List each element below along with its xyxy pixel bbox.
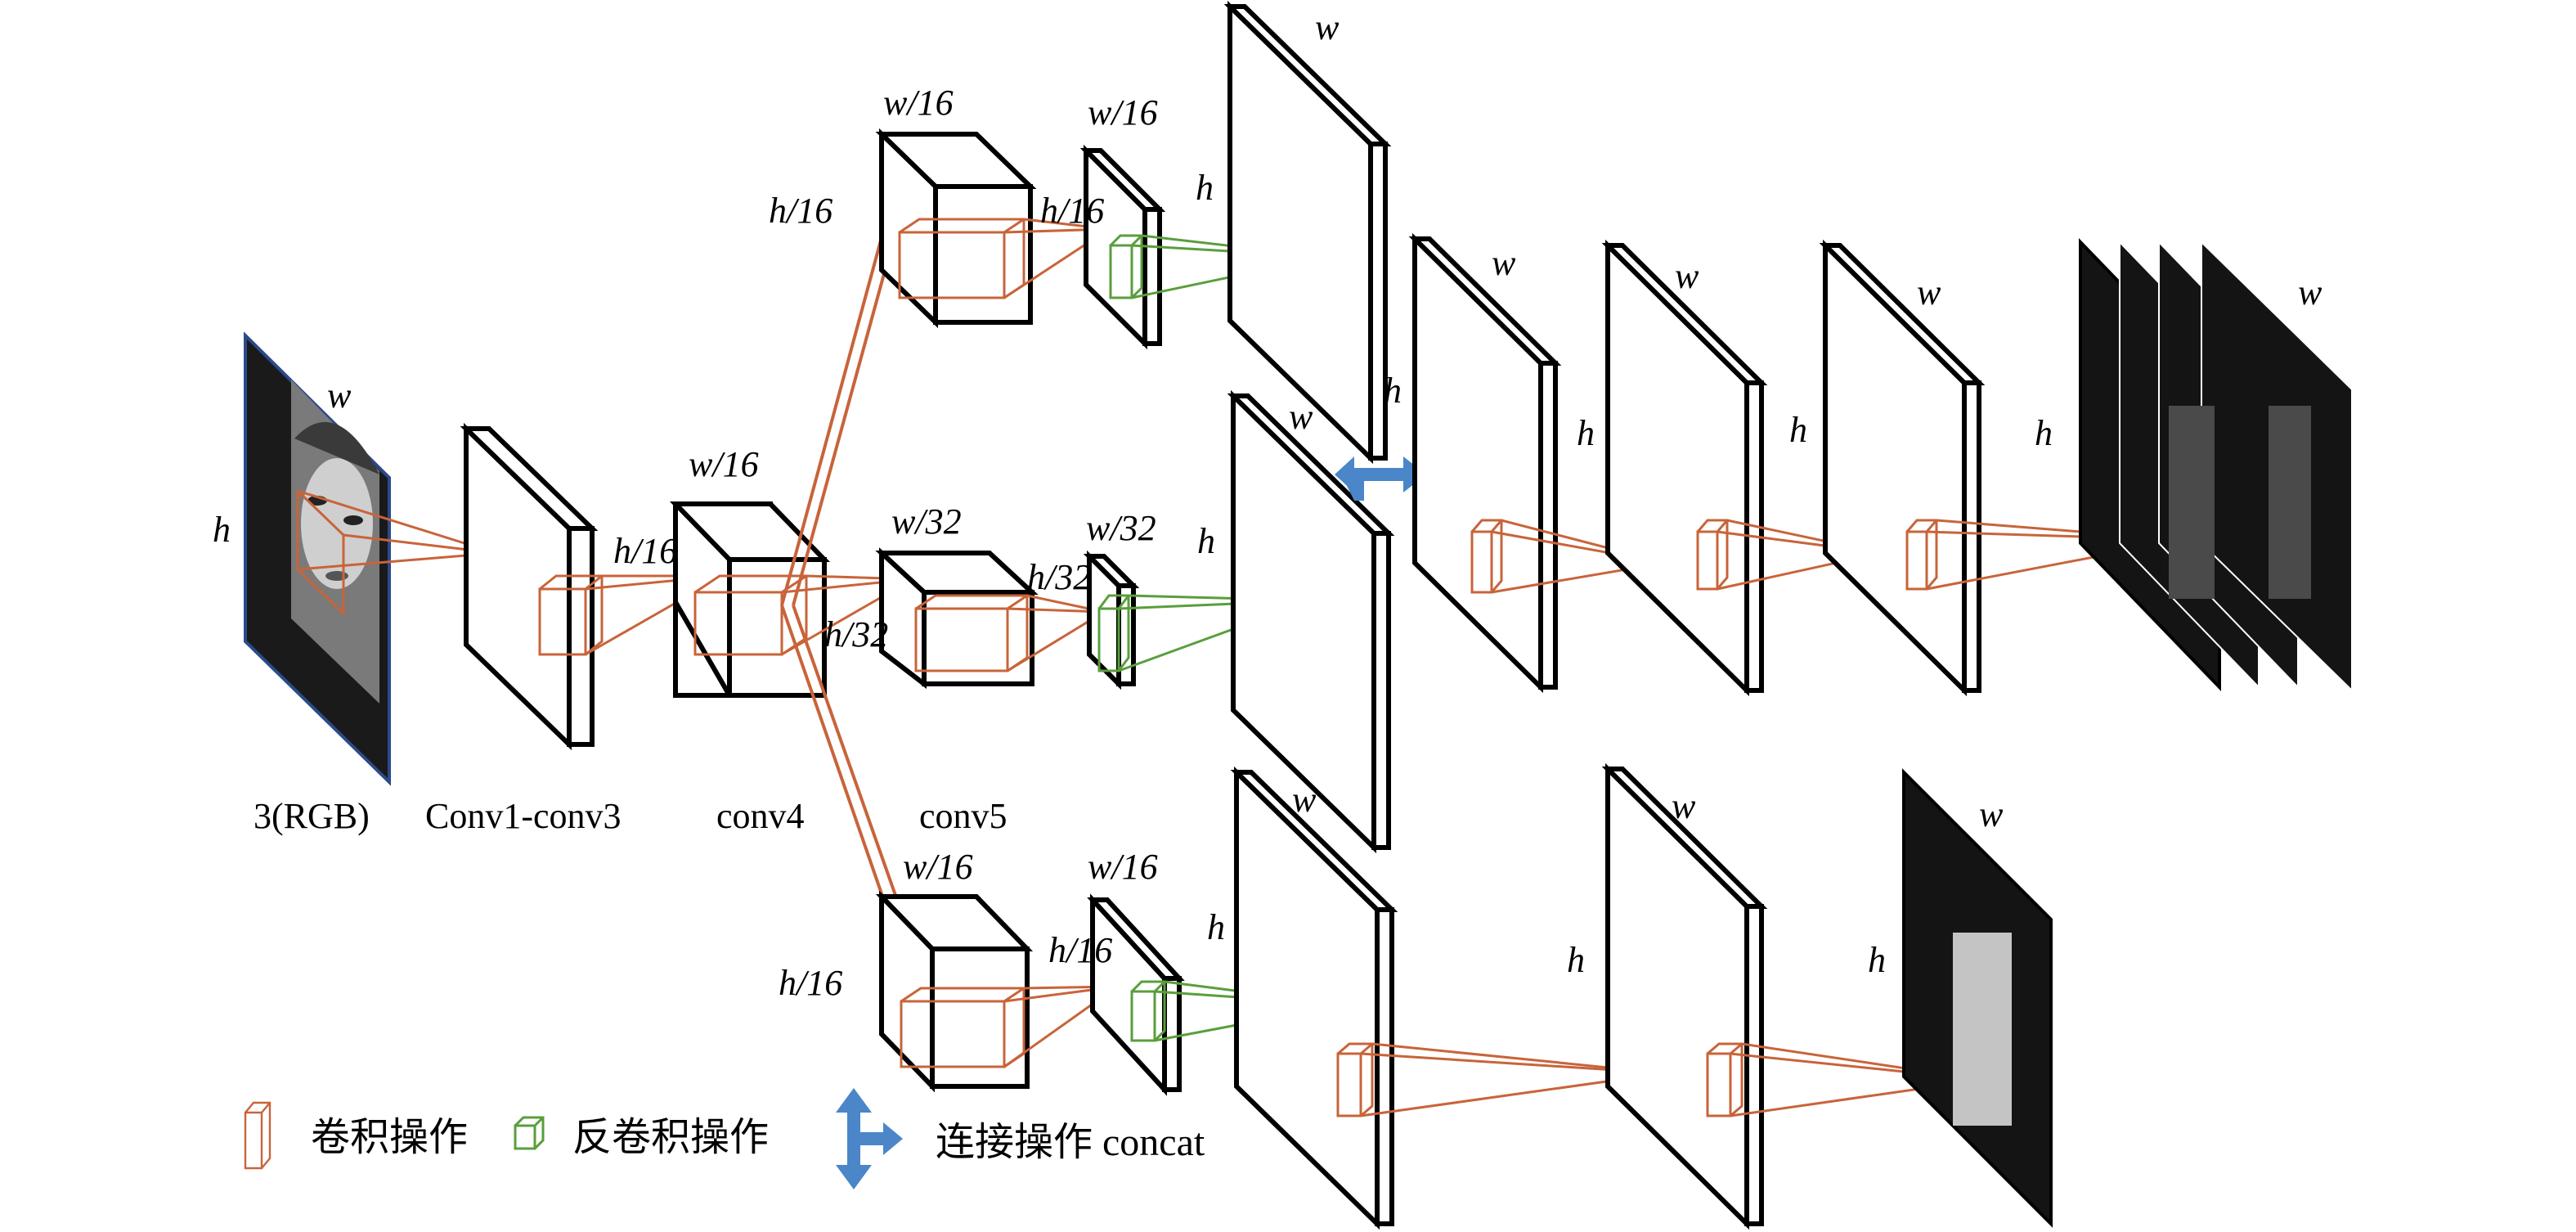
dim-h32-mid-slab: h/32 xyxy=(1027,557,1091,597)
dim-h-fused-1: h xyxy=(1384,371,1402,411)
dim-w-output-mask: w xyxy=(1979,794,2004,834)
dim-w-input: w xyxy=(327,375,352,416)
dim-w16-conv4: w/16 xyxy=(689,444,759,484)
output-mask-bottom xyxy=(1902,768,2053,1228)
stage-label-conv1-3: Conv1-conv3 xyxy=(425,796,622,836)
concat-arrow xyxy=(1335,456,1426,501)
dim-h16-top-cube: h/16 xyxy=(769,191,832,231)
bottom-upsampled-map xyxy=(1230,766,1398,1230)
conv-op-icon xyxy=(244,1101,272,1170)
branch-lines xyxy=(780,182,904,946)
legend-conv-label: 卷积操作 xyxy=(311,1116,468,1159)
dim-h-fused-2: h xyxy=(1577,413,1595,453)
dim-h-fused-3: h xyxy=(1789,410,1807,450)
stage-label-input: 3(RGB) xyxy=(254,796,370,836)
conv1-conv3-feature-map xyxy=(460,422,599,751)
dim-h-output-mask: h xyxy=(1868,940,1886,980)
dim-h16-top-slab: h/16 xyxy=(1040,191,1104,231)
bottom-fused-map xyxy=(1601,762,1768,1230)
dim-w16-top-slab: w/16 xyxy=(1088,92,1158,133)
conv5-feature-map xyxy=(875,547,1039,690)
dim-h16-bottom-cube: h/16 xyxy=(779,963,842,1003)
dim-w-output-stack: w xyxy=(2298,272,2322,312)
dim-h32-conv4: h/32 xyxy=(824,614,888,654)
fused-map-2 xyxy=(1601,239,1768,697)
dim-w32-conv5: w/32 xyxy=(891,501,962,542)
dim-h-mid-plane: h xyxy=(1197,521,1215,561)
top-thin-slab xyxy=(1079,144,1166,350)
dim-h16-conv1-3: h/16 xyxy=(613,531,677,571)
dim-w32-mid-slab: w/32 xyxy=(1086,508,1156,548)
dim-w-fused-1: w xyxy=(1492,243,1516,283)
dim-h-output-stack: h xyxy=(2035,413,2053,453)
dim-w-bottom-plane: w xyxy=(1292,780,1317,820)
dim-h-bottom-fused: h xyxy=(1567,940,1585,980)
dim-w16-bottom-slab: w/16 xyxy=(1088,847,1158,887)
output-stack-top xyxy=(2079,238,2353,693)
dim-w16-top-cube: w/16 xyxy=(883,83,954,123)
middle-thin-slab xyxy=(1083,550,1140,690)
dim-w-fused-3: w xyxy=(1917,272,1941,312)
dim-h16-bottom-slab: h/16 xyxy=(1048,930,1112,970)
legend: 卷积操作 反卷积操作 连接操作 concat xyxy=(244,1088,1205,1189)
dim-w-top-plane: w xyxy=(1315,7,1340,47)
dim-h-input: h xyxy=(213,510,231,550)
fused-map-3 xyxy=(1819,239,1986,697)
legend-deconv-label: 反卷积操作 xyxy=(572,1116,769,1159)
bottom-branch-cube xyxy=(875,890,1034,1093)
conv-op-input xyxy=(296,489,345,617)
concat-arrow-icon xyxy=(836,1088,903,1189)
top-upsampled-map xyxy=(1223,0,1392,465)
dim-w16-bottom-cube: w/16 xyxy=(903,847,973,887)
stage-label-conv5: conv5 xyxy=(919,796,1008,836)
dim-w-bottom-fused: w xyxy=(1672,786,1696,826)
bottom-thin-slab xyxy=(1087,893,1185,1096)
dim-w-mid-plane: w xyxy=(1289,397,1313,437)
stage-label-conv4: conv4 xyxy=(716,796,805,836)
dim-h-bottom-plane: h xyxy=(1207,907,1225,947)
middle-upsampled-map xyxy=(1227,389,1395,854)
legend-concat-label: 连接操作 concat xyxy=(936,1121,1205,1164)
fused-map-1 xyxy=(1408,232,1562,694)
input-face-image xyxy=(244,331,391,786)
dim-w-fused-2: w xyxy=(1675,256,1699,296)
deconv-op-icon xyxy=(514,1116,545,1150)
dim-h-top-plane: h xyxy=(1196,168,1214,208)
